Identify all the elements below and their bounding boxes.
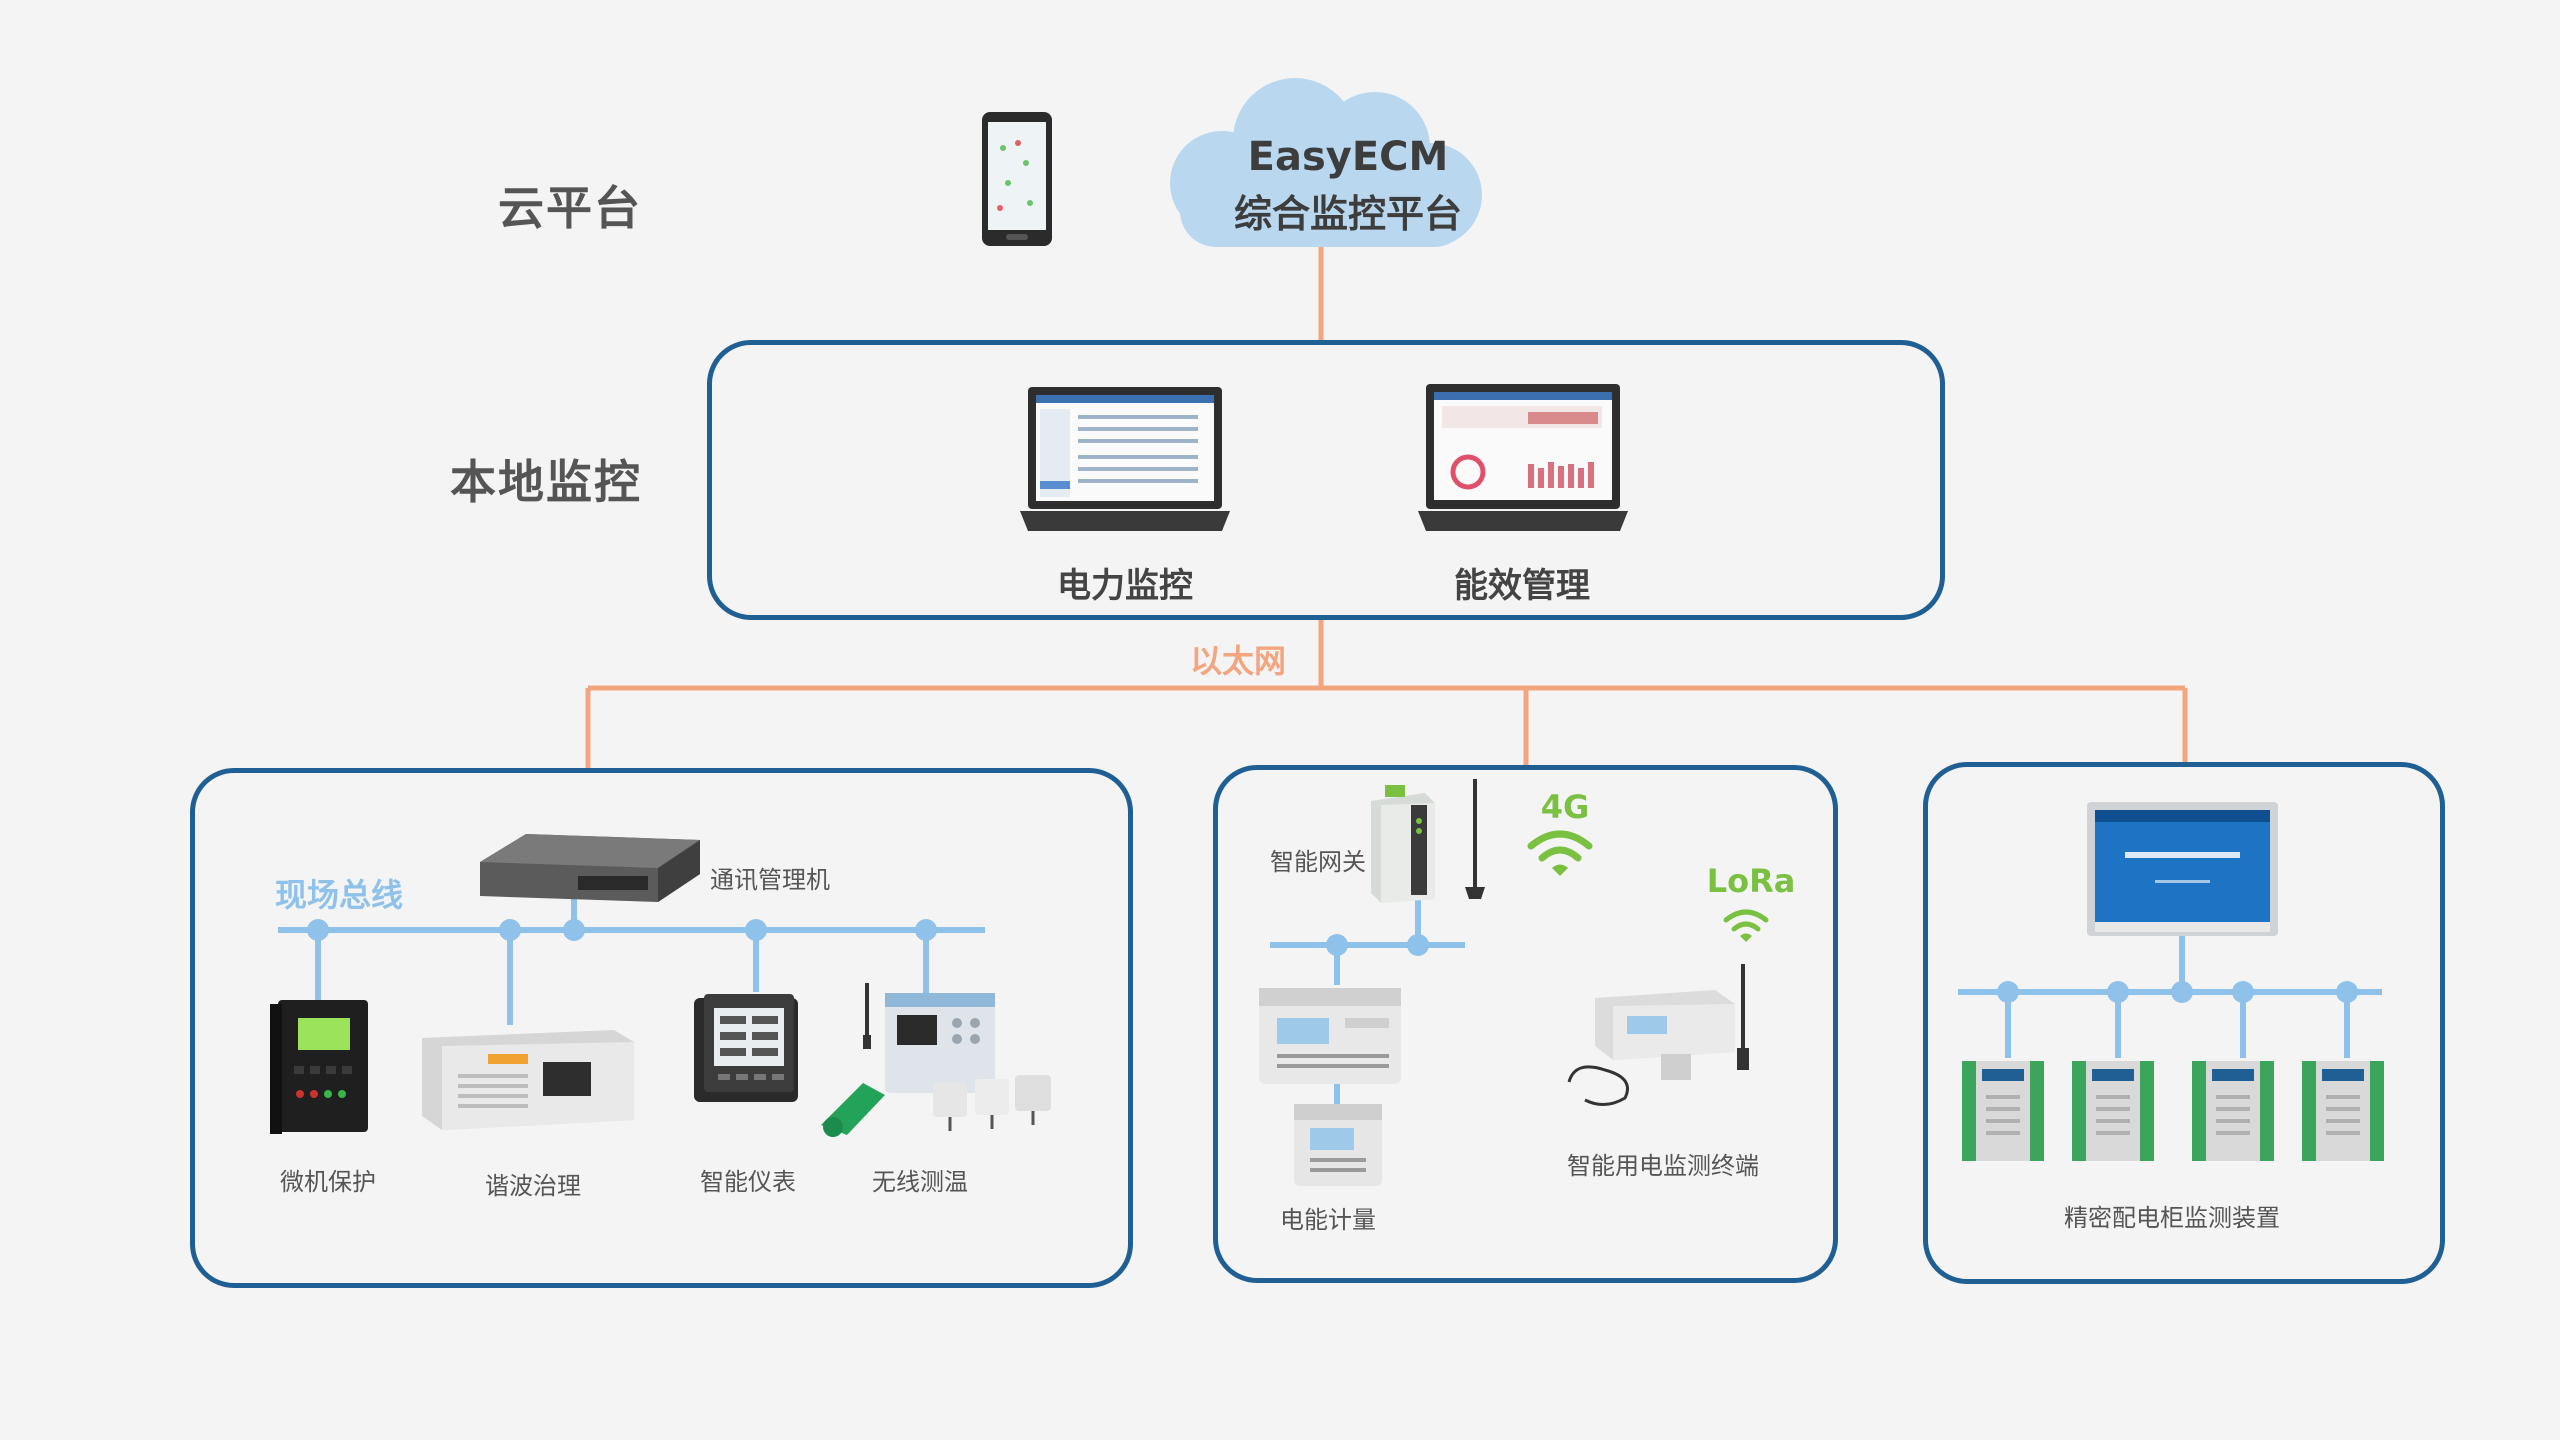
wireless-panel: [1213, 765, 1838, 1283]
power-monitoring-label: 电力监控: [1057, 566, 1193, 606]
smart-gateway-label: 智能网关: [1270, 848, 1366, 876]
ethernet-label: 以太网: [1189, 642, 1287, 680]
cloud-icon: [1170, 78, 1482, 247]
cabinet-module-icon: [2192, 1061, 2274, 1161]
laptop-energy-management-icon: [1418, 384, 1628, 531]
wifi-lora-icon: [1723, 909, 1769, 942]
laptop-power-monitoring-icon: [1020, 387, 1230, 531]
cabinet-module-icon: [1962, 1061, 2044, 1161]
cabinet-module-icon: [2072, 1061, 2154, 1161]
cabinet-module-icon: [2302, 1061, 2384, 1161]
smart-gateway-icon: [1371, 779, 1485, 903]
energy-management-label: 能效管理: [1454, 566, 1590, 606]
energy-metering-label: 电能计量: [1280, 1206, 1376, 1234]
cabinet-panel: [1923, 762, 2445, 1284]
comm-manager-icon: [480, 834, 700, 902]
precision-monitor-label: 精密配电柜监测装置: [2064, 1204, 2280, 1232]
smart-terminal-label: 智能用电监测终端: [1567, 1152, 1759, 1180]
energy-meter-icon: [1259, 988, 1401, 1084]
smart-meter-label: 智能仪表: [700, 1168, 796, 1196]
bus-nodes: [307, 919, 2358, 1003]
micro-protection-label: 微机保护: [280, 1168, 376, 1196]
cloud-platform-subtitle: 综合监控平台: [1233, 192, 1463, 236]
field-bus-panel: [190, 768, 1133, 1288]
energy-meter-small-icon: [1294, 1104, 1382, 1186]
field-bus-label: 现场总线: [275, 876, 404, 914]
ethernet-lines: [585, 245, 2188, 770]
wireless-lora-label: LoRa: [1706, 862, 1796, 900]
smart-terminal-icon: [1567, 964, 1749, 1106]
tier-label-cloud: 云平台: [498, 181, 642, 235]
local-monitoring-panel: [707, 340, 1945, 620]
smart-meter-icon: [694, 994, 798, 1102]
touch-screen-icon: [2087, 802, 2278, 936]
wireless-temp-icon: [821, 983, 1051, 1137]
tier-label-local: 本地监控: [450, 455, 642, 509]
harmonic-control-label: 谐波治理: [485, 1172, 581, 1200]
tablet-icon: [982, 112, 1052, 246]
bus-lines: [278, 892, 2382, 1105]
cloud-platform-name: EasyECM: [1247, 134, 1449, 180]
wireless-temp-label: 无线测温: [872, 1168, 968, 1196]
comm-manager-label: 通讯管理机: [710, 866, 830, 894]
micro-protection-icon: [270, 1000, 368, 1134]
wifi-4g-icon: [1527, 830, 1593, 876]
harmonic-control-icon: [422, 1030, 634, 1130]
wireless-4g-label: 4G: [1540, 788, 1590, 826]
